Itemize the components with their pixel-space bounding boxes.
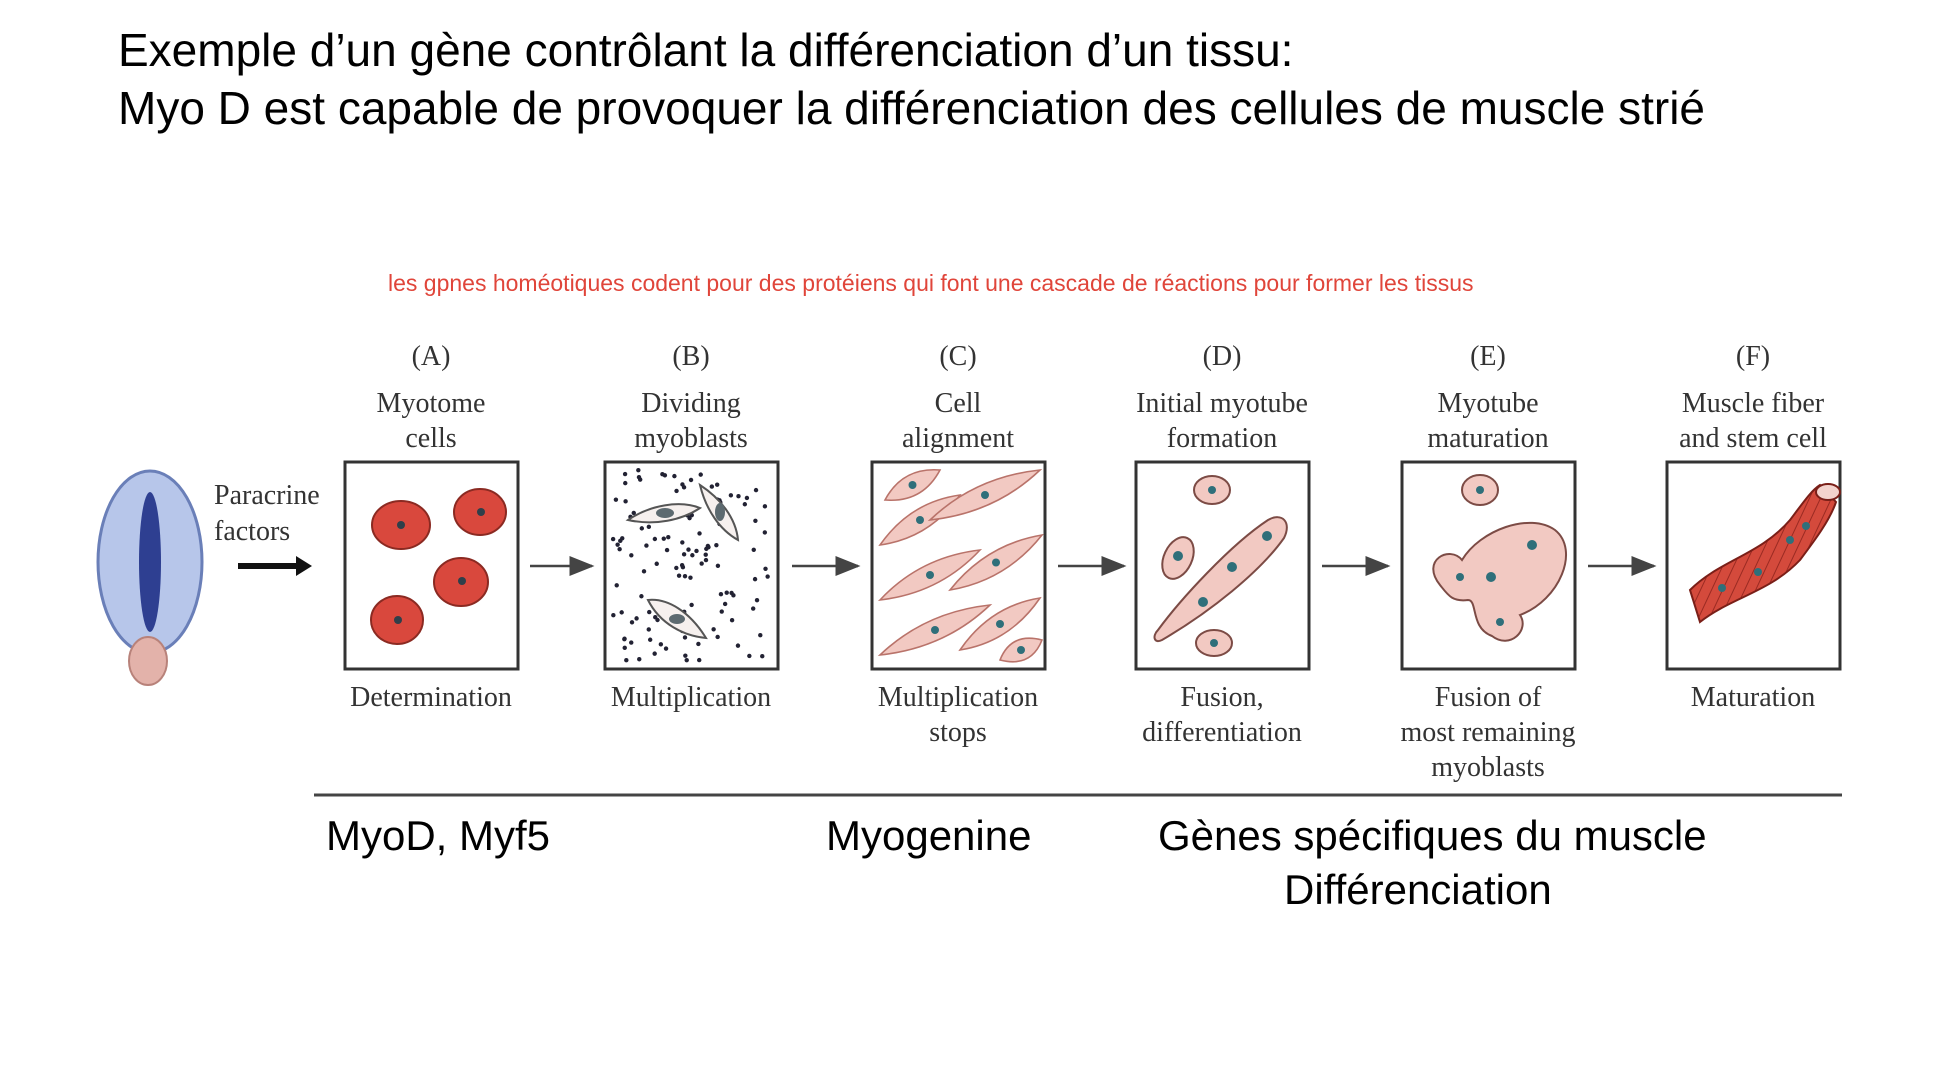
panel-f-title: and stem cell	[1679, 423, 1827, 454]
panel-a-caption: Determination	[350, 682, 512, 713]
panel-d-letter: (D)	[1203, 341, 1242, 372]
panel-e-letter: (E)	[1470, 341, 1506, 372]
panel-f-letter: (F)	[1736, 341, 1770, 372]
panel-e-caption: Fusion of	[1435, 682, 1542, 713]
panel-a-title: cells	[405, 423, 456, 454]
gene-differenciation: Différenciation	[1284, 866, 1552, 913]
panel-c-title: Cell	[935, 388, 982, 419]
panel-e-caption: myoblasts	[1431, 752, 1545, 783]
myotome-cells	[370, 488, 507, 645]
embryo-icon	[96, 469, 204, 686]
panel-f-title: Muscle fiber	[1682, 388, 1825, 419]
gene-myod-myf5: MyoD, Myf5	[326, 812, 551, 859]
panel-d-title: formation	[1167, 423, 1277, 454]
myoblast-dots	[610, 467, 770, 663]
panel-d-caption: differentiation	[1142, 717, 1302, 748]
panel-f-caption: Maturation	[1691, 682, 1815, 713]
panel-c-caption: Multiplication	[878, 682, 1038, 713]
paracrine-label-1: Paracrine	[214, 480, 320, 511]
panel-c-title: alignment	[902, 423, 1014, 454]
panel-c-caption: stops	[929, 717, 987, 748]
panel-d-caption: Fusion,	[1180, 682, 1263, 713]
panel-e-caption: most remaining	[1401, 717, 1576, 748]
aligned-myoblasts	[877, 468, 1044, 663]
paracrine-arrow-head	[296, 556, 312, 576]
muscle-fiber	[1688, 483, 1841, 624]
panel-e-title: Myotube	[1437, 388, 1538, 419]
panel-e-title: maturation	[1427, 423, 1548, 454]
panel-b-title: Dividing	[641, 388, 741, 419]
red-annotation: les gpnes homéotiques codent pour des pr…	[388, 270, 1474, 296]
panel-b-title: myoblasts	[634, 423, 748, 454]
panel-a-letter: (A)	[412, 341, 451, 372]
slide-title-line-1: Exemple d’un gène contrôlant la différen…	[118, 24, 1294, 76]
gene-muscle-specific: Gènes spécifiques du muscle	[1158, 812, 1707, 859]
panel-d-title: Initial myotube	[1136, 388, 1308, 419]
panel-b-box	[603, 460, 780, 671]
panel-a-title: Myotome	[377, 388, 486, 419]
panel-b-letter: (B)	[672, 341, 709, 372]
gene-myogenine: Myogenine	[826, 812, 1032, 859]
panel-c-letter: (C)	[939, 341, 976, 372]
paracrine-label-2: factors	[214, 516, 290, 547]
slide-title-line-2: Myo D est capable de provoquer la différ…	[118, 82, 1705, 134]
panel-b-caption: Multiplication	[611, 682, 771, 713]
